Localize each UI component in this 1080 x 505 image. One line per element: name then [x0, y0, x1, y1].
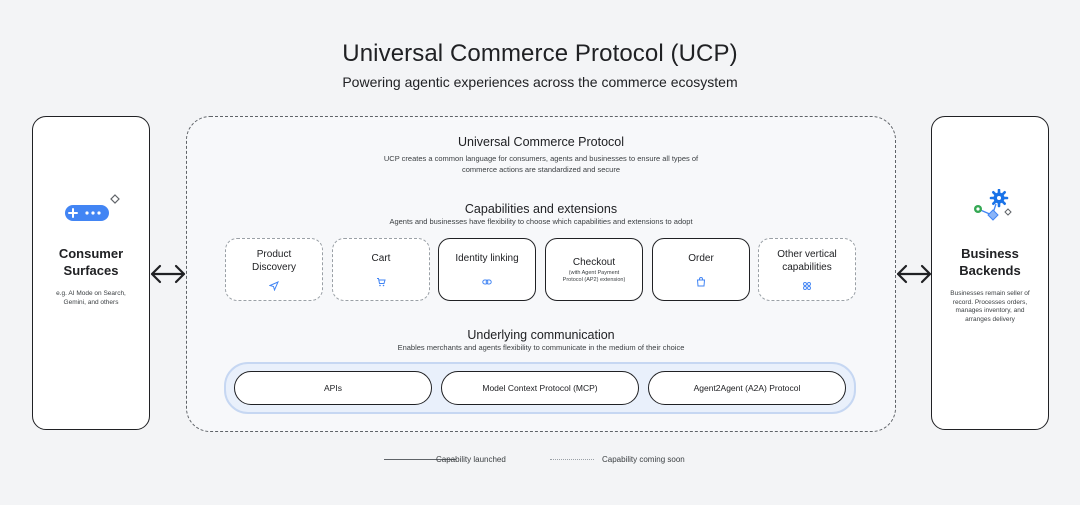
bidirectional-arrow-icon [896, 264, 932, 284]
send-icon [269, 281, 279, 291]
legend-launched-label: Capability launched [436, 455, 506, 464]
capability-other-vertical: Other vertical capabilities [758, 238, 856, 301]
page-title: Universal Commerce Protocol (UCP) [342, 40, 738, 67]
gear-network-icon [974, 189, 1012, 221]
capability-label: Cart [371, 253, 391, 264]
business-backends-card: Business Backends Businesses remain sell… [931, 116, 1049, 430]
page-subtitle: Powering agentic experiences across the … [342, 74, 738, 90]
capability-identity-linking: Identity linking [438, 238, 536, 301]
consumer-surfaces-card: Consumer Surfaces e.g. AI Mode on Search… [32, 116, 150, 430]
legend-coming-soon-label: Capability coming soon [602, 455, 685, 464]
business-backends-desc: Businesses remain seller of record. Proc… [950, 290, 1030, 323]
cart-icon [377, 278, 386, 287]
capability-sublabel: (with Agent Payment Protocol (AP2) exten… [562, 269, 626, 283]
business-backends-title: Business Backends [959, 246, 1021, 278]
capability-cart: Cart [332, 238, 430, 301]
protocol-pill-apis: APIs [234, 371, 432, 405]
protocol-pill-mcp: Model Context Protocol (MCP) [441, 371, 639, 405]
link-icon [482, 279, 492, 285]
capabilities-desc: Agents and businesses have flexibility t… [389, 217, 693, 226]
capability-checkout: Checkout (with Agent Payment Protocol (A… [545, 238, 643, 301]
capability-order: Order [652, 238, 750, 301]
capabilities-title: Capabilities and extensions [464, 202, 618, 216]
protocol-pill-a2a: Agent2Agent (A2A) Protocol [648, 371, 846, 405]
capability-label: Order [688, 253, 714, 264]
communication-title: Underlying communication [467, 328, 615, 342]
capability-label: Identity linking [455, 253, 519, 264]
capability-label: Checkout [572, 256, 616, 268]
bidirectional-arrow-icon [150, 264, 186, 284]
bag-icon [696, 277, 706, 287]
communication-desc: Enables merchants and agents flexibility… [397, 343, 685, 352]
grid-icon [803, 282, 811, 290]
legend-dotted-line [550, 459, 594, 460]
protocol-title: Universal Commerce Protocol [457, 135, 625, 149]
protocol-desc: UCP creates a common language for consum… [383, 154, 699, 174]
consumer-surfaces-desc: e.g. AI Mode on Search, Gemini, and othe… [56, 290, 126, 306]
capability-product-discovery: Product Discovery [225, 238, 323, 301]
capability-label: Other vertical capabilities [777, 249, 837, 273]
consumer-surfaces-title: Consumer Surfaces [58, 246, 124, 278]
capability-label: Product Discovery [252, 249, 296, 273]
chat-bubble-icon [65, 194, 120, 221]
legend-solid-line [384, 459, 456, 460]
